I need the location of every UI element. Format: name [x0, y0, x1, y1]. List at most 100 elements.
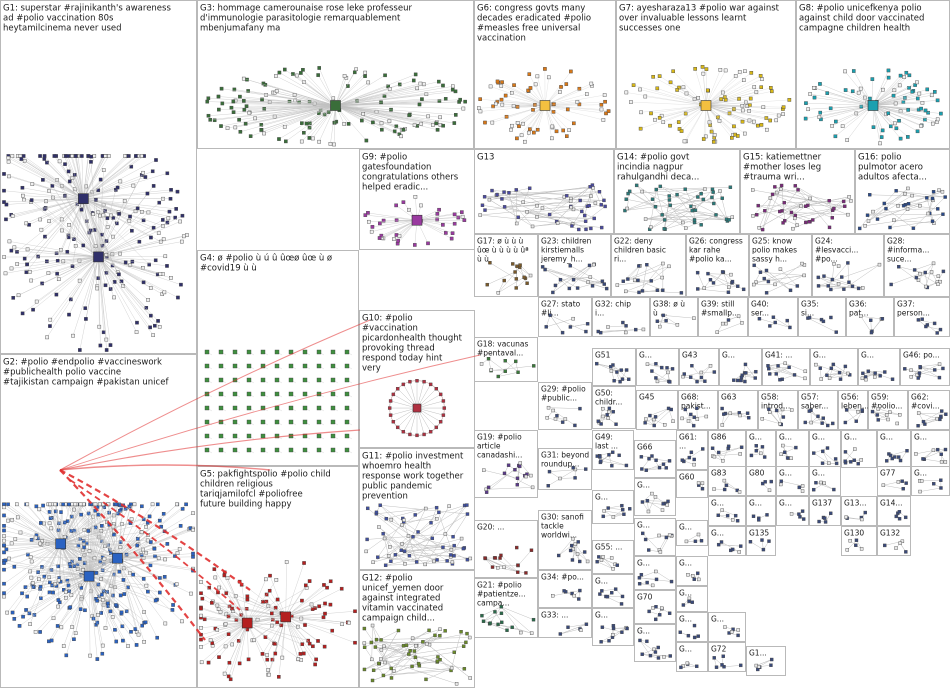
group-tile-g88[interactable]: G... — [677, 557, 708, 586]
group-tile-g78[interactable]: G... — [912, 467, 950, 496]
group-tile-g21[interactable]: G21: #polio#patientze...campa... — [475, 579, 538, 638]
group-tile-g46[interactable]: G46: po... — [901, 349, 950, 386]
group-tile-g91[interactable]: G... — [878, 431, 911, 468]
group-tile-g66[interactable]: G66 — [635, 441, 676, 478]
group-tile-g49[interactable]: G49:last ... — [593, 431, 634, 470]
group-tile-g92[interactable]: G... — [912, 431, 950, 468]
group-tile-g44[interactable]: G... — [811, 349, 858, 386]
group-tile-g62[interactable]: G62:#covi... — [909, 391, 950, 430]
group-tile-g77[interactable]: G77 — [878, 467, 911, 496]
group-tile-g84b[interactable]: G... — [677, 613, 708, 642]
group-tile-g72[interactable]: G72 — [709, 643, 746, 672]
group-tile-g135[interactable]: G135 — [747, 527, 776, 556]
group-tile-g60[interactable]: G60 — [677, 471, 708, 498]
group-tile-g68[interactable]: G68:pakist... — [679, 391, 718, 430]
group-tile-g47[interactable]: G... — [859, 349, 900, 386]
group-tile-g130[interactable]: G130 — [842, 527, 877, 556]
group-tile-g61[interactable]: G61:... — [677, 431, 708, 470]
group-tile-g95[interactable]: G... — [810, 431, 841, 468]
group-tile-g36[interactable]: G36:pat... — [847, 298, 894, 337]
group-tile-g43[interactable]: G43 — [680, 349, 719, 386]
group-tile-g73[interactable]: G... — [747, 497, 776, 526]
group-tile-g2[interactable]: G2: #polio #endpolio #vaccineswork#publi… — [1, 355, 197, 688]
group-tile-g69[interactable]: G... — [635, 625, 676, 662]
group-tile-g50[interactable]: G50:childr... — [593, 387, 636, 429]
group-tile-g34[interactable]: G34: #po... — [539, 571, 592, 608]
group-tile-g33[interactable]: G33: ... — [539, 609, 592, 638]
group-tile-g3[interactable]: G3: hommage camerounaise rose leke profe… — [198, 1, 474, 149]
group-tile-g1x[interactable]: G1... — [747, 647, 786, 676]
group-tile-g20[interactable]: G20: ... — [475, 521, 538, 578]
group-tile-g27[interactable]: G27: stato#li... — [539, 298, 592, 337]
group-tile-g87[interactable]: G... — [677, 521, 708, 546]
group-tile-g75[interactable]: G... — [709, 527, 746, 556]
group-tile-g85[interactable]: G... — [677, 643, 708, 672]
group-tile-g84[interactable]: G... — [810, 467, 841, 496]
group-tile-g28[interactable]: G28:#informa...suce... — [885, 235, 950, 297]
group-tile-g14x[interactable]: G14... — [878, 497, 911, 526]
group-tile-g132[interactable]: G132 — [878, 527, 911, 556]
group-tile-g4[interactable]: G4: ø #polio ù ú û ûœø ûœ ù ø#covid19 ù … — [198, 251, 359, 466]
group-tile-g18[interactable]: G18: vacunas#pentaval... — [475, 338, 538, 382]
group-tile-g29[interactable]: G29: #polio#public... — [539, 383, 592, 430]
group-tile-g55[interactable]: G55: ... — [593, 541, 634, 574]
group-tile-g58[interactable]: G58:introd... — [759, 391, 798, 430]
group-tile-g41[interactable]: G41: ... — [763, 349, 810, 386]
group-tile-g52[interactable]: G... — [593, 491, 634, 524]
group-tile-g83[interactable]: G83 — [709, 467, 746, 496]
group-tile-g90[interactable]: G... — [842, 431, 877, 468]
group-tile-g37[interactable]: G37:person... — [895, 298, 950, 337]
group-tile-g51[interactable]: G51 — [593, 349, 636, 386]
group-tile-g40[interactable]: G40:ser... — [749, 298, 798, 337]
group-tile-g86[interactable]: G86 — [709, 431, 746, 468]
group-tile-g79[interactable]: G... — [777, 497, 809, 526]
group-tile-g59[interactable]: G59:#polio... — [869, 391, 908, 430]
group-tile-g48[interactable]: G... — [637, 349, 679, 386]
group-tile-g64[interactable]: G... — [635, 519, 676, 556]
group-tile-g93[interactable]: G... — [747, 431, 776, 468]
group-tile-g57[interactable]: G57:saber... — [799, 391, 838, 430]
group-tile-g74[interactable]: G... — [709, 497, 746, 526]
group-tile-g137[interactable]: G137 — [810, 497, 841, 526]
group-tile-g138[interactable]: G13... — [842, 497, 877, 526]
group-tile-g56[interactable]: G56:leben... — [839, 391, 869, 430]
group-tile-g24[interactable]: G24:#lesvacci...#po... — [813, 235, 884, 297]
group-tile-g80[interactable]: G80 — [747, 467, 776, 496]
group-tile-g42[interactable]: G... — [720, 349, 762, 386]
group-tile-g53[interactable]: G... — [593, 609, 634, 646]
group-tile-g81[interactable]: G... — [777, 467, 809, 496]
group-tile-g94[interactable]: G... — [777, 431, 809, 468]
group-tile-g39[interactable]: G39: still#smallp... — [699, 298, 748, 337]
group-tile-g13[interactable]: G13 — [475, 150, 614, 234]
group-tile-g45[interactable]: G45 — [637, 391, 678, 430]
group-tile-g65[interactable]: G... — [635, 479, 676, 516]
group-tile-g63[interactable]: G63 — [719, 391, 758, 430]
group-tile-g15[interactable]: G15: katiemettner#mother loses leg#traum… — [741, 150, 855, 234]
group-tile-g71[interactable]: G... — [709, 613, 746, 642]
group-tile-g67[interactable]: G... — [635, 557, 676, 590]
group-tile-g89[interactable]: G... — [677, 587, 708, 612]
group-tile-g70[interactable]: G70 — [635, 591, 676, 624]
group-tile-g54[interactable]: G... — [593, 575, 634, 608]
